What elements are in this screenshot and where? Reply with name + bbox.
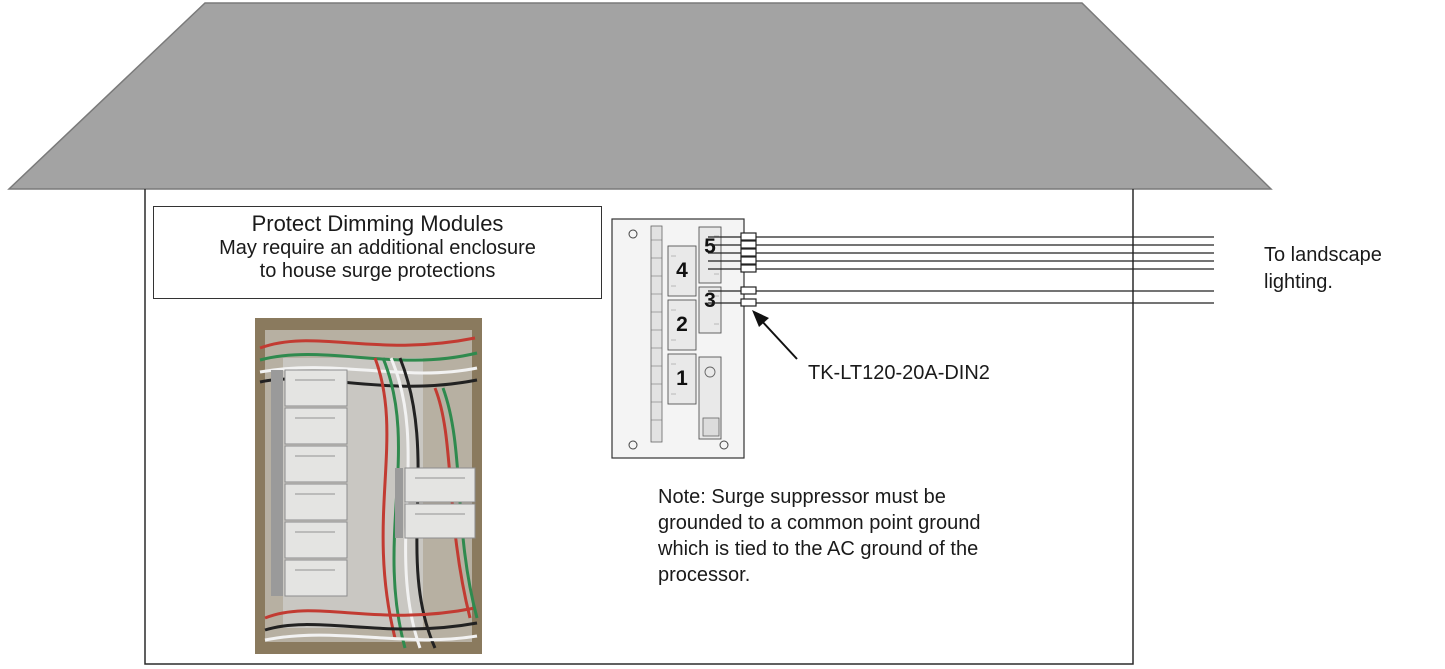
callout-line-1: May require an additional enclosure [219, 237, 536, 259]
note-line-1: Note: Surge suppressor must be [658, 486, 946, 508]
module-number-5: 5 [704, 235, 716, 258]
destination-label: To landscape lighting. [1264, 242, 1382, 296]
module-number-2: 2 [676, 313, 688, 336]
note-line-4: processor. [658, 564, 751, 586]
part-arrow [752, 310, 798, 360]
destination-line-2: lighting. [1264, 271, 1333, 293]
module-number-4: 4 [676, 259, 688, 282]
output-wires [708, 236, 1214, 304]
surge-suppressors [740, 232, 757, 307]
roof [7, 2, 1273, 190]
part-number-label: TK-LT120-20A-DIN2 [808, 362, 990, 384]
callout-line-2: to house surge protections [259, 260, 496, 282]
destination-line-1: To landscape [1264, 244, 1382, 266]
module-number-3: 3 [704, 289, 716, 312]
dimming-panel: 4 2 1 5 3 [611, 218, 745, 459]
module-number-1: 1 [676, 367, 688, 390]
note-line-2: grounded to a common point ground [658, 512, 981, 534]
house-walls [144, 189, 1134, 665]
ground-note: Note: Surge suppressor must be grounded … [658, 484, 1128, 588]
note-line-3: which is tied to the AC ground of the [658, 538, 979, 560]
protect-modules-callout: Protect Dimming Modules May require an a… [153, 206, 602, 299]
callout-heading: Protect Dimming Modules [251, 211, 504, 236]
panel-photo [255, 318, 482, 654]
